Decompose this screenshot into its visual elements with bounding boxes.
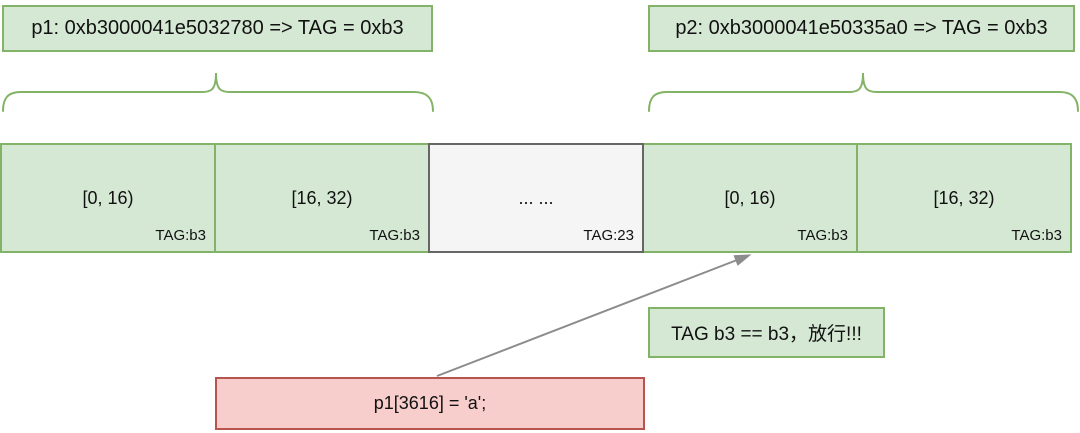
cell-range-label: ... ... — [518, 187, 554, 208]
pointer-p1-box: p1: 0xb3000041e5032780 => TAG = 0xb3 — [2, 5, 433, 52]
cell-tag-label: TAG:b3 — [369, 227, 420, 244]
cell-range-label: [0, 16) — [724, 187, 776, 208]
code-statement-box: p1[3616] = 'a'; — [215, 377, 645, 430]
pointer-p1-label: p1: 0xb3000041e5032780 => TAG = 0xb3 — [31, 17, 404, 39]
memory-cell: [16, 32) TAG:b3 — [214, 143, 430, 253]
memory-cell: [16, 32) TAG:b3 — [856, 143, 1072, 253]
brace-p1-region — [2, 72, 434, 112]
cell-tag-label: TAG:b3 — [797, 227, 848, 244]
cell-tag-label: TAG:b3 — [155, 227, 206, 244]
memory-row: [0, 16) TAG:b3 [16, 32) TAG:b3 ... ... T… — [0, 143, 1080, 253]
cell-tag-label: TAG:23 — [583, 227, 634, 244]
pointer-p2-label: p2: 0xb3000041e50335a0 => TAG = 0xb3 — [675, 17, 1048, 39]
memory-cell: [0, 16) TAG:b3 — [642, 143, 858, 253]
pointer-p2-box: p2: 0xb3000041e50335a0 => TAG = 0xb3 — [648, 5, 1075, 52]
memory-cell: [0, 16) TAG:b3 — [0, 143, 216, 253]
cell-tag-label: TAG:b3 — [1011, 227, 1062, 244]
code-statement-text: p1[3616] = 'a'; — [373, 393, 487, 413]
write-access-arrow-head — [733, 254, 752, 266]
brace-p2-region — [648, 72, 1079, 112]
cell-range-label: [16, 32) — [933, 187, 995, 208]
tag-check-callout: TAG b3 == b3，放行!!! — [648, 307, 885, 358]
memory-cell-ellipsis: ... ... TAG:23 — [428, 143, 644, 253]
cell-range-label: [0, 16) — [82, 187, 134, 208]
cell-range-label: [16, 32) — [291, 187, 353, 208]
tag-check-text: TAG b3 == b3，放行!!! — [671, 324, 862, 345]
